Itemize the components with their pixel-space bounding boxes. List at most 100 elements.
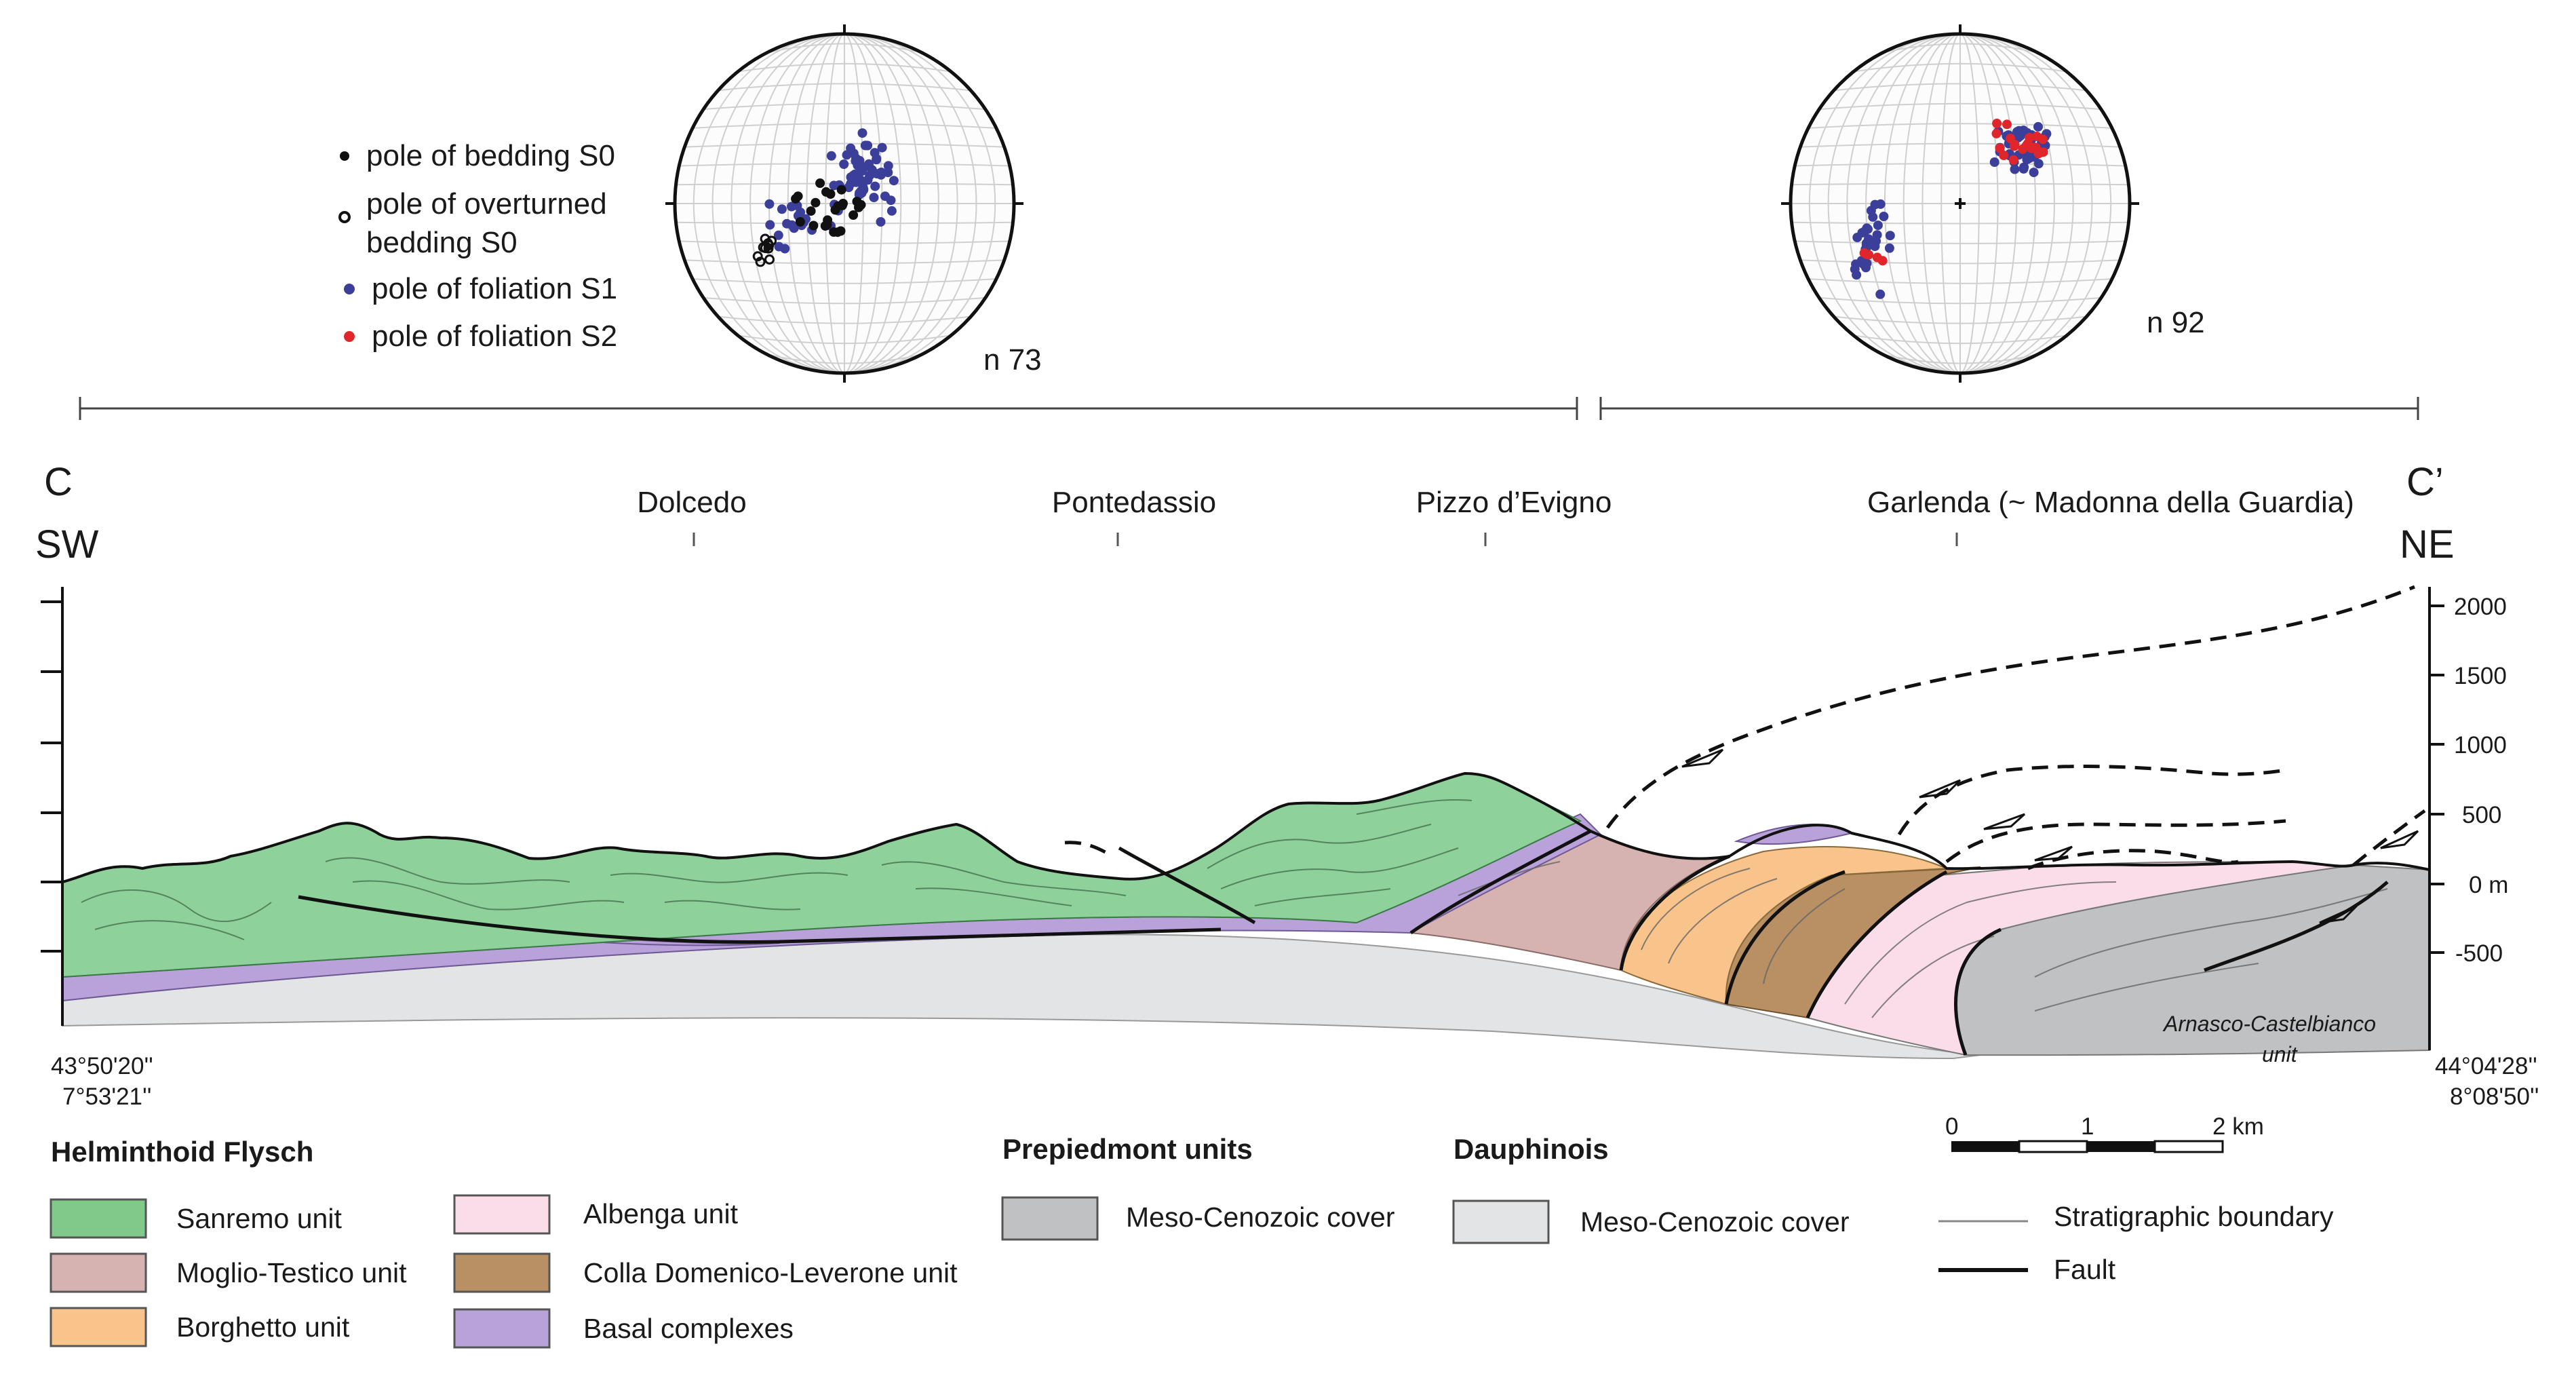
locality-dolcedo: Dolcedo (637, 486, 746, 519)
projected-faults (1064, 585, 2426, 870)
legend: Helminthoid Flysch Prepiedmont units Dau… (50, 1133, 2334, 1349)
pole-marker (839, 159, 849, 169)
end-coord-lat: 44°04'28'' (2435, 1053, 2537, 1079)
swatch-colla-domenico (453, 1252, 551, 1293)
dotsL-pole-markers (752, 128, 899, 267)
legend-bedding-label: pole of bedding S0 (366, 139, 615, 172)
pole-marker (863, 175, 873, 185)
bedding-pole-symbol (340, 151, 349, 161)
topographic-profile (62, 771, 2430, 883)
pole-marker (2038, 147, 2048, 157)
pole-marker (877, 142, 887, 153)
pole-marker (1864, 250, 1874, 260)
scale-bar: 0 1 2 km (1945, 1113, 2264, 1153)
pole-marker (815, 178, 825, 188)
pole-marker (2018, 164, 2029, 174)
pole-marker (780, 244, 790, 254)
pole-marker (811, 197, 821, 208)
range-brackets (79, 397, 2419, 420)
swatch-borghetto (50, 1307, 147, 1347)
pole-marker (1879, 212, 1889, 221)
scale-label-1: 1 (2081, 1113, 2094, 1140)
pole-marker (846, 143, 856, 153)
pole-marker (763, 243, 774, 254)
pole-marker (826, 151, 836, 161)
start-coord-lon: 7°53'21'' (62, 1083, 151, 1110)
legend-moglio-testico: Moglio-Testico unit (176, 1257, 407, 1288)
right-elevation-axis (2428, 587, 2444, 1050)
locality-garlenda: Garlenda (~ Madonna della Guardia) (1867, 486, 2354, 519)
pole-marker (1864, 234, 1873, 244)
pole-marker (1884, 243, 1894, 253)
legend-prepiedmont-cover: Meso-Cenozoic cover (1126, 1202, 1395, 1233)
locality-pizzo-devigno: Pizzo d’Evigno (1416, 486, 1612, 519)
pole-marker (1885, 231, 1895, 241)
swatch-moglio-testico (50, 1252, 147, 1293)
scale-label-0: 0 (1945, 1113, 1958, 1140)
pole-marker (2033, 159, 2044, 169)
pole-marker (2010, 164, 2020, 174)
section-start-letter: C (44, 460, 73, 504)
left-elevation-axis (41, 587, 64, 1026)
pole-marker (1871, 236, 1881, 246)
pole-marker (765, 220, 775, 230)
pole-marker (1852, 233, 1862, 242)
pole-marker (1999, 151, 2009, 160)
pole-marker (1991, 128, 2002, 138)
stratigraphic-lines (81, 799, 1472, 940)
swatch-prepiedmont-cover (1001, 1196, 1099, 1241)
legend-fault: Fault (2054, 1254, 2116, 1285)
locality-pontedassio: Pontedassio (1052, 486, 1216, 519)
pole-marker (848, 210, 859, 220)
tick-500: 500 (2462, 802, 2501, 828)
legend-sanremo: Sanremo unit (176, 1203, 342, 1234)
pole-marker (787, 201, 796, 212)
pole-marker (808, 220, 819, 231)
foliation-s1-symbol (344, 284, 355, 294)
pole-marker (777, 204, 787, 214)
pole-marker (886, 206, 897, 216)
section-start-direction: SW (35, 522, 99, 567)
legend-dauphinois-cover: Meso-Cenozoic cover (1580, 1206, 1850, 1237)
pole-marker (833, 227, 842, 237)
legend-overturned-label-1: pole of overturned (366, 187, 607, 220)
elevation-tick-labels: 2000 1500 1000 500 0 m -500 (2454, 594, 2508, 967)
stereonet-left: n 73 (665, 24, 1042, 383)
pole-marker (1989, 157, 1999, 167)
pole-marker (836, 185, 846, 195)
stratigraphic-lines-east (1458, 861, 2388, 1018)
pole-marker (2037, 134, 2048, 145)
pole-marker (1868, 212, 1878, 222)
swatch-basal-complexes (453, 1308, 551, 1349)
overturned-pole-symbol (338, 211, 351, 223)
pole-marker (806, 206, 816, 216)
legend-swatches (50, 1194, 1550, 1349)
pole-marker (857, 128, 867, 138)
legend-title-helminthoid: Helminthoid Flysch (51, 1136, 313, 1168)
pole-marker (1873, 220, 1883, 231)
pole-marker (870, 181, 880, 191)
pole-marker (793, 191, 803, 201)
pole-marker (851, 156, 861, 166)
end-coord-lon: 8°08'50'' (2450, 1083, 2539, 1110)
pole-marker (829, 180, 839, 191)
pole-marker (870, 148, 880, 158)
pole-marker (850, 169, 860, 179)
stereonet-right: n 92 (1781, 24, 2205, 383)
legend-colla-domenico: Colla Domenico-Leverone unit (583, 1257, 958, 1288)
pole-marker (1992, 118, 2002, 128)
start-coord-lat: 43°50'20'' (51, 1053, 153, 1079)
unit-label-line-1: Arnasco-Castelbianco (2162, 1012, 2376, 1036)
stereonet-right-count: n 92 (2147, 306, 2205, 339)
legend-overturned-label-2: bedding S0 (366, 226, 518, 259)
legend-borghetto: Borghetto unit (176, 1311, 350, 1343)
pole-marker (883, 161, 893, 171)
pole-marker (869, 193, 879, 203)
legend-albenga: Albenga unit (583, 1198, 739, 1229)
pole-marker (1875, 289, 1886, 299)
pole-marker (846, 178, 856, 189)
legend-foliation-s1-label: pole of foliation S1 (372, 272, 617, 305)
pole-marker (2008, 155, 2018, 165)
tick-0: 0 m (2469, 872, 2508, 898)
